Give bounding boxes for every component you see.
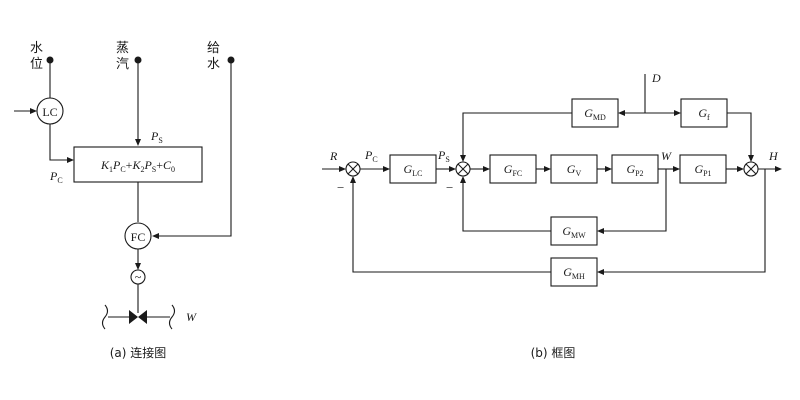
w-to-gmw-arrow [597, 228, 604, 234]
gfc-label: GFC [504, 162, 522, 178]
gp2-block [611, 154, 659, 184]
ps-label: PS [150, 129, 163, 145]
h-to-gmh-line [603, 169, 766, 273]
d-to-gf-arrow [674, 110, 681, 116]
sum-unit-block [73, 146, 203, 183]
junction-1-minus: − [337, 180, 344, 195]
glc-block [389, 154, 437, 184]
gp2-label: GP2 [626, 162, 643, 178]
j2-to-gfc-arrow [483, 166, 490, 172]
pipe-break-right [168, 304, 176, 330]
gp1-block [679, 154, 727, 184]
gp2-to-gp1-arrow [673, 166, 680, 172]
pc-signal-label: PC [364, 148, 378, 164]
gv-label: GV [567, 162, 582, 178]
gmw-to-j2-line [462, 182, 551, 232]
gmd-block [571, 98, 619, 128]
feed-water-label-2: 水 [207, 57, 220, 72]
lc-setpoint-arrow [30, 108, 37, 114]
gmw-label: GMW [562, 224, 586, 240]
gp1-label: GP1 [694, 162, 711, 178]
h-output-arrow [775, 166, 782, 172]
gmh-label: GMH [563, 265, 585, 281]
gfc-block [489, 154, 537, 184]
w-label: W [186, 310, 197, 324]
gmd-label: GMD [584, 106, 606, 122]
gv-to-gp2-arrow [605, 166, 612, 172]
feed-water-line [158, 60, 232, 237]
water-level-label-1: 水 [30, 41, 43, 56]
gf-to-j3-arrow [748, 155, 754, 162]
steam-label-1: 蒸 [116, 41, 129, 56]
junction-2-minus: − [446, 180, 453, 195]
valve-right-triangle [138, 310, 147, 324]
junction-3-cross-b [745, 163, 757, 175]
glc-to-j2-arrow [449, 166, 456, 172]
gmd-to-j2-line [462, 112, 572, 156]
glc-label: GLC [404, 162, 423, 178]
w-to-gmw-line [603, 169, 667, 232]
fc-to-actuator-arrow [135, 263, 141, 270]
steam-arrow [135, 139, 141, 146]
caption-a: (a) 连接图 [110, 345, 167, 360]
gmw-block [550, 216, 598, 246]
j1-to-glc-arrow [383, 166, 390, 172]
sum-unit-expression: K1PC+K2PS+C0 [100, 158, 175, 174]
actuator-symbol: ~ [135, 270, 142, 284]
pc-label: PC [49, 169, 63, 185]
gmh-to-j1-arrow [350, 176, 356, 183]
water-level-label-2: 位 [30, 57, 43, 72]
lc-label: LC [42, 105, 57, 119]
w-signal-label: W [661, 149, 672, 163]
lc-output-arrow [67, 157, 74, 163]
feed-water-arrow [152, 233, 159, 239]
h-to-gmh-arrow [597, 269, 604, 275]
pipe-break-left [101, 304, 109, 330]
steam-label-2: 汽 [116, 57, 129, 72]
gmh-to-j1-line [352, 182, 551, 273]
lc-output-line [49, 124, 68, 161]
h-label: H [768, 149, 779, 163]
fc-label: FC [131, 230, 146, 244]
gp1-to-j3-arrow [737, 166, 744, 172]
r-input-arrow [339, 166, 346, 172]
gmw-to-j2-arrow [460, 176, 466, 183]
gv-block [550, 154, 598, 184]
panel-b-block-diagram: R − PC GLC PS − GFC GV [322, 71, 782, 360]
panel-a-connection-diagram: 水 位 蒸 汽 给 水 LC PC PS K1PC+K2PS+C0 FC [14, 41, 235, 360]
caption-b: (b) 框图 [531, 346, 576, 360]
junction-2-cross-b [457, 163, 469, 175]
gfc-to-gv-arrow [544, 166, 551, 172]
ps-signal-label: PS [437, 148, 450, 164]
gf-label: Gf [698, 106, 710, 122]
gmd-to-j2-arrow [460, 155, 466, 162]
junction-1-cross-b [347, 163, 359, 175]
valve-left-triangle [129, 310, 138, 324]
d-label: D [651, 71, 661, 85]
gmh-block [550, 257, 598, 287]
feed-water-label-1: 给 [207, 41, 220, 56]
r-label: R [329, 149, 338, 163]
gf-to-j3-line [727, 112, 752, 156]
d-to-gmd-arrow [618, 110, 625, 116]
